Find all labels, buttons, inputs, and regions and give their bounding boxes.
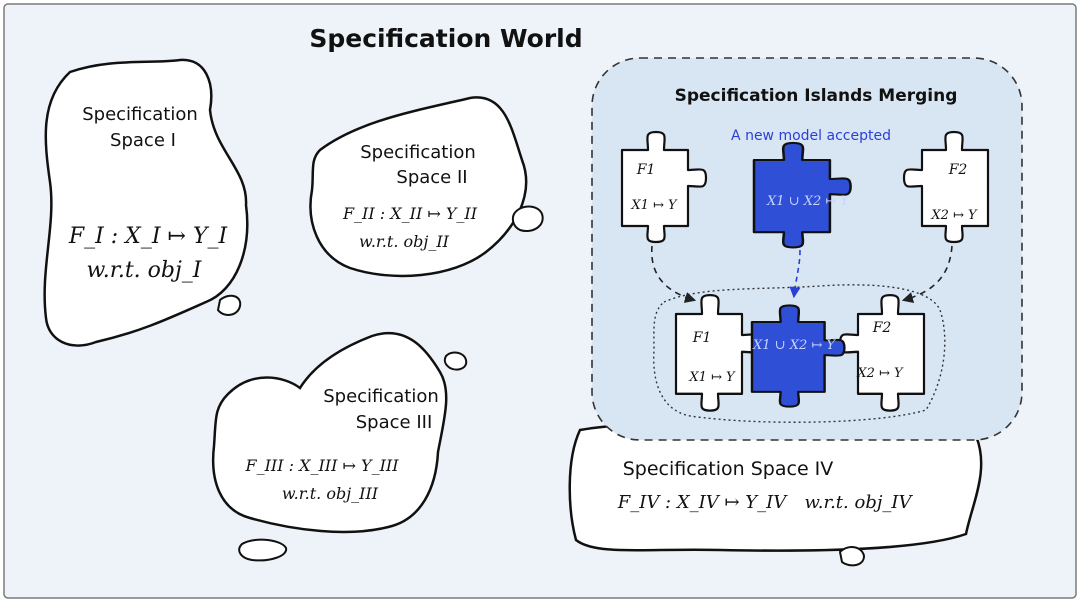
island-space-ii	[309, 96, 544, 278]
island-i-label-2: Space I	[110, 130, 176, 151]
island-i-wrt: w.r.t. obj_I	[86, 258, 202, 283]
island-ii-label-2: Space II	[396, 167, 468, 188]
island-iv-label: Specification Space IV	[622, 458, 834, 480]
island-iv-formula: F_IV : X_IV ↦ Y_IV	[617, 492, 787, 513]
piece-f2-name: F2	[948, 162, 968, 178]
merge-note: A new model accepted	[731, 128, 891, 144]
merge-title: Specification Islands Merging	[674, 86, 958, 106]
island-ii-wrt: w.r.t. obj_II	[359, 232, 449, 251]
island-ii-label-1: Specification	[360, 142, 476, 163]
island-iii-label-1: Specification	[323, 386, 439, 407]
island-iii-formula: F_III : X_III ↦ Y_III	[245, 456, 399, 475]
piece-f1-mapping: X1 ↦ Y	[631, 198, 677, 213]
island-iii-label-2: Space III	[355, 412, 433, 433]
island-i-label-1: Specification	[82, 104, 198, 125]
dashed-arrow-icon	[650, 245, 697, 303]
merged-f1-name: F1	[692, 330, 712, 346]
merged-new-mapping: X1 ∪ X2 ↦ Y	[753, 338, 835, 353]
page-title: Specification World	[309, 24, 583, 53]
island-ii-formula: F_II : X_II ↦ Y_II	[342, 204, 478, 223]
island-iii-wrt: w.r.t. obj_III	[281, 484, 379, 503]
dashed-arrow-icon	[901, 245, 953, 303]
island-space-iii	[211, 331, 468, 562]
piece-f1-name: F1	[636, 162, 656, 178]
island-space-i	[43, 58, 249, 347]
piece-new-mapping: X1 ∪ X2 ↦ Y	[767, 194, 849, 209]
island-iv-wrt: w.r.t. obj_IV	[804, 492, 912, 513]
merged-f2-mapping: X2 ↦ Y	[857, 366, 903, 381]
piece-f2-mapping: X2 ↦ Y	[931, 208, 977, 223]
island-i-formula: F_I : X_I ↦ Y_I	[68, 224, 228, 249]
merged-f1-mapping: X1 ↦ Y	[689, 370, 735, 385]
merged-f2-name: F2	[872, 320, 892, 336]
dashed-arrow-icon	[789, 249, 801, 299]
